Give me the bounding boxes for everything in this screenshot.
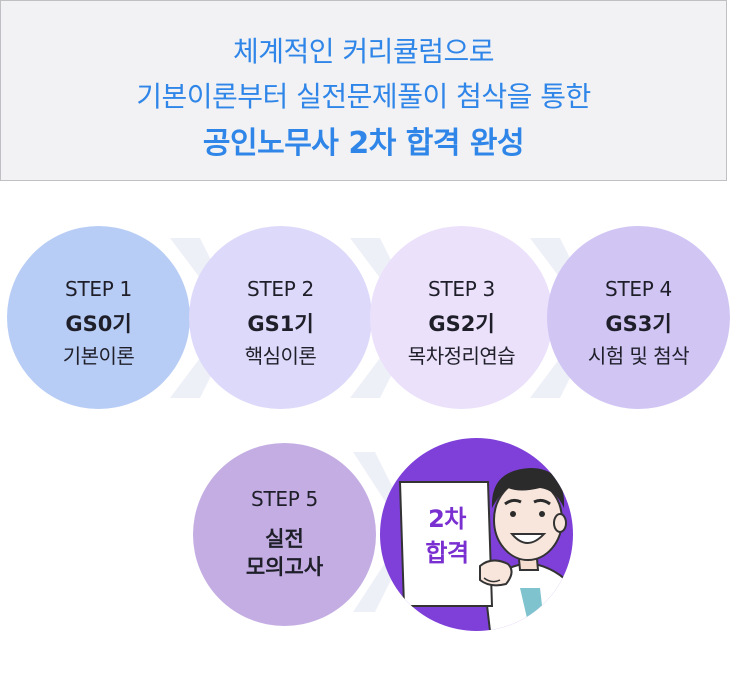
step-description: 목차정리연습 <box>407 344 516 368</box>
banner-headline: 공인노무사 2차 합격 완성 <box>202 126 525 161</box>
step-title-line-1: 실전 <box>265 527 304 551</box>
step-label: STEP 5 <box>251 487 318 511</box>
step-label: STEP 2 <box>247 277 314 301</box>
step-title-line-2: 모의고사 <box>245 555 324 579</box>
chevron-right-icon <box>353 452 415 612</box>
step-4-circle: STEP 4 GS3기 시험 및 첨삭 <box>547 226 730 409</box>
step-description: 시험 및 첨삭 <box>587 344 690 368</box>
step-code: GS0기 <box>65 312 132 336</box>
step-code: GS1기 <box>247 312 314 336</box>
step-code: GS2기 <box>428 312 495 336</box>
step-2-circle: STEP 2 GS1기 핵심이론 <box>189 226 372 409</box>
sign-text-line-1: 2차 <box>428 505 466 533</box>
person-holding-sign-illustration <box>398 468 573 631</box>
step-5-circle: STEP 5 실전 모의고사 <box>193 443 376 626</box>
step-description: 핵심이론 <box>244 344 317 368</box>
sign-text-line-2: 합격 <box>425 539 469 567</box>
step-description: 기본이론 <box>62 344 135 368</box>
banner-line-2: 기본이론부터 실전문제풀이 첨삭을 통한 <box>136 80 591 113</box>
step-label: STEP 4 <box>605 277 672 301</box>
step-label: STEP 3 <box>428 277 495 301</box>
step-3-circle: STEP 3 GS2기 목차정리연습 <box>370 226 553 409</box>
step-1-circle: STEP 1 GS0기 기본이론 <box>7 226 190 409</box>
banner-line-1: 체계적인 커리큘럼으로 <box>232 35 495 68</box>
step-code: GS3기 <box>605 312 672 336</box>
intro-banner: 체계적인 커리큘럼으로 기본이론부터 실전문제풀이 첨삭을 통한 공인노무사 2… <box>0 0 727 181</box>
step-label: STEP 1 <box>65 277 132 301</box>
pass-illustration-circle: 2차 합격 <box>380 438 573 631</box>
